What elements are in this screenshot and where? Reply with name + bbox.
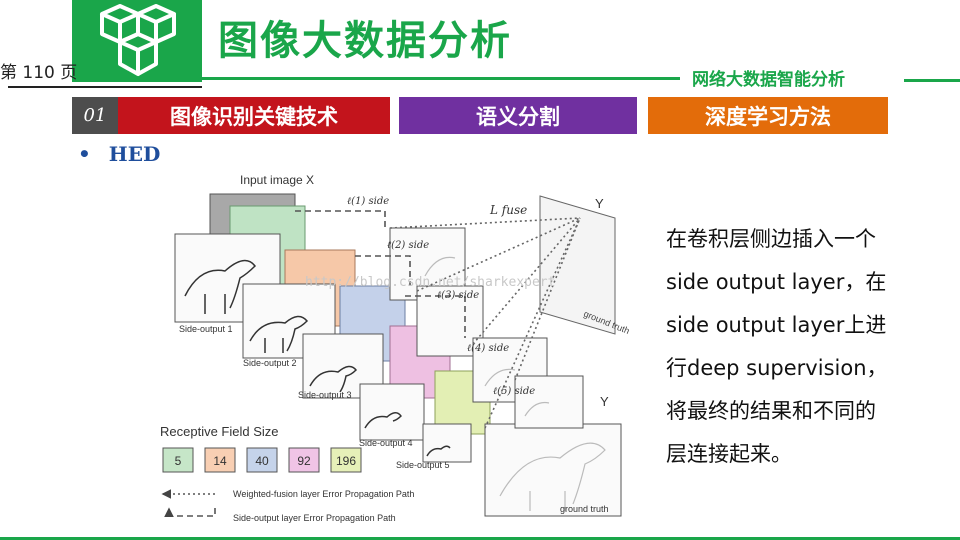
hed-architecture-figure: Input image X ground truth L [160,173,631,523]
ground-truth-caption: ground truth [560,504,609,514]
watermark: http://blog.csdn.net/sharkexpert [305,275,555,290]
page-title: 图像大数据分析 [218,18,512,64]
horse-illustrations [184,259,451,457]
y-label-bottom: Y [600,394,609,409]
receptive-field-box [162,447,194,473]
legend-weighted-fusion: Weighted-fusion layer Error Propagation … [233,489,414,499]
side-loss-label: ℓ(5) side [493,386,535,397]
side-output-caption: Side-output 5 [396,460,450,470]
section-subtitle: 网络大数据智能分析 [692,70,845,90]
description-line: 将最终的结果和不同的 [666,399,876,423]
fuse-loss-label: L fuse [489,203,527,217]
side-output-caption: Side-output 3 [298,390,352,400]
cubes-icon [100,4,176,76]
input-image-label: Input image X [240,173,314,187]
tab-semantic-segmentation[interactable]: 语义分割 [399,97,637,134]
tab-recognition-tech[interactable]: 图像识别关键技术 [118,97,390,134]
divider [904,79,960,82]
receptive-field-box [288,447,320,473]
divider [202,77,680,80]
footer-divider [0,537,960,540]
section-number: 01 [72,97,118,134]
logo [72,0,202,82]
tab-deep-learning[interactable]: 深度学习方法 [648,97,888,134]
receptive-field-box [204,447,236,473]
legend-side-output: Side-output layer Error Propagation Path [233,513,396,523]
side-loss-label: ℓ(4) side [467,343,509,354]
bullet-dot-icon: • [78,142,91,166]
side-loss-label: ℓ(2) side [387,240,429,251]
description: 在卷积层侧边插入一个 side output layer，在 side outp… [666,218,926,476]
description-line: 层连接起来。 [666,442,792,466]
receptive-field-value: 92 [297,454,311,468]
receptive-field-value: 14 [213,454,227,468]
side-output-caption: Side-output 1 [179,324,233,334]
receptive-field-value: 40 [255,454,269,468]
description-line: 行deep supervision， [666,356,888,380]
fusion-paths [389,217,581,429]
description-line: side output layer上进 [666,313,887,337]
fusion-output-plane [539,195,616,335]
y-label-top: Y [595,196,604,211]
side-output-paths [295,210,466,338]
receptive-field-value: 196 [336,454,356,468]
bullet-heading: •HED [78,142,161,166]
receptive-field-box [246,447,278,473]
edge-map-illustrations [424,256,606,511]
description-line: 在卷积层侧边插入一个 [666,227,876,251]
receptive-field-value: 5 [175,454,182,468]
description-line: side output layer，在 [666,270,887,294]
side-output-panels [174,227,622,517]
side-loss-label: ℓ(3) side [437,290,479,301]
side-output-caption: Side-output 4 [359,438,413,448]
receptive-field-title: Receptive Field Size [160,424,279,439]
page-number: 第 110 页 [0,63,78,83]
receptive-field-box [330,447,362,473]
divider [8,86,202,88]
side-path-arrow-icon [164,507,216,517]
receptive-field-boxes: 5 14 40 92 196 [162,447,362,473]
side-output-caption: Side-output 2 [243,358,297,368]
side-loss-label: ℓ(1) side [347,196,389,207]
